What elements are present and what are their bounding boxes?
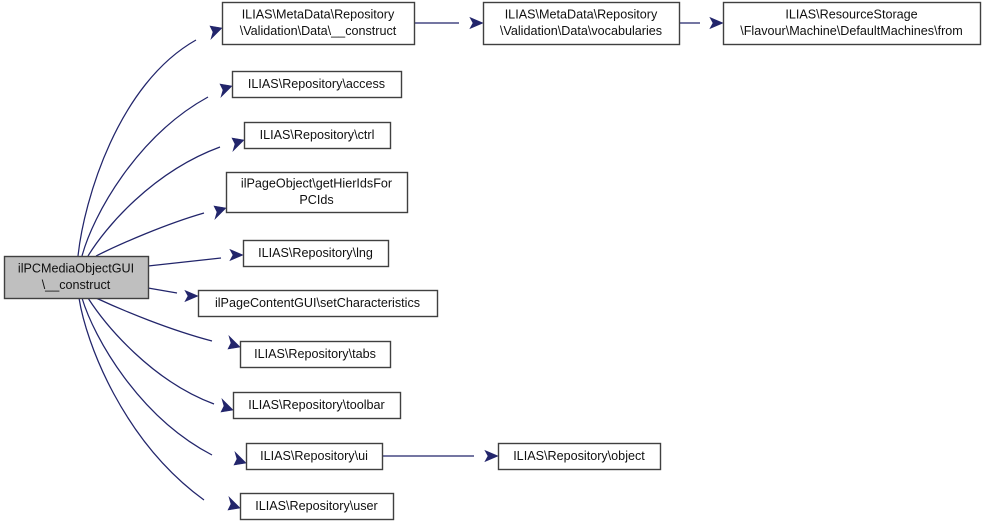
- arrowhead-icon: [220, 397, 234, 413]
- arrowhead-icon: [484, 449, 499, 463]
- node-box[interactable]: [197, 289, 439, 318]
- node-box[interactable]: [497, 442, 662, 471]
- graph-node[interactable]: ILIAS\Repository\lng: [242, 239, 390, 268]
- node-label: \Validation\Data\__construct: [240, 24, 397, 38]
- node-box[interactable]: [239, 340, 392, 369]
- node-box[interactable]: [225, 171, 409, 214]
- graph-node[interactable]: ILIAS\ResourceStorage \Flavour\Machine\De…: [722, 1, 982, 46]
- call-edge: [87, 297, 215, 405]
- arrowhead-icon: [229, 248, 244, 262]
- graph-node[interactable]: ILIAS\Repository\user: [239, 492, 395, 521]
- node-box[interactable]: [242, 239, 390, 268]
- arrowhead-icon: [233, 450, 247, 466]
- edge-layer: [77, 16, 724, 511]
- node-label: ILIAS\Repository\ui: [260, 449, 368, 463]
- node-label: \Validation\Data\vocabularies: [500, 24, 662, 38]
- node-box[interactable]: [482, 1, 681, 46]
- graph-node[interactable]: ILIAS\Repository\object: [497, 442, 662, 471]
- node-label: ILIAS\Repository\lng: [258, 246, 373, 260]
- call-edge: [147, 257, 222, 267]
- node-label: ILIAS\Repository\ctrl: [260, 128, 375, 142]
- node-label: ilPCMediaObjectGUI: [18, 261, 134, 275]
- node-label: ILIAS\Repository\toolbar: [248, 398, 385, 412]
- arrowhead-icon: [213, 205, 227, 221]
- node-label: ILIAS\MetaData\Repository: [505, 7, 658, 21]
- node-label: ILIAS\Repository\tabs: [254, 347, 376, 361]
- node-label: ilPageContentGUI\setCharacteristics: [215, 296, 420, 310]
- node-label: ILIAS\Repository\object: [513, 449, 645, 463]
- arrowhead-icon: [227, 334, 241, 350]
- call-edge: [81, 297, 213, 456]
- graph-node[interactable]: ilPageContentGUI\setCharacteristics: [197, 289, 439, 318]
- node-box[interactable]: [231, 70, 403, 99]
- node-label: ilPageObject\getHierIdsFor: [241, 176, 392, 190]
- graph-node[interactable]: ILIAS\Repository\ui: [245, 442, 384, 471]
- node-box[interactable]: [722, 1, 982, 46]
- node-box[interactable]: [221, 1, 416, 46]
- node-box[interactable]: [3, 255, 150, 300]
- node-label: \__construct: [42, 278, 111, 292]
- node-label: ILIAS\Repository\access: [248, 77, 385, 91]
- arrowhead-icon: [219, 83, 233, 99]
- arrowhead-icon: [209, 25, 223, 41]
- call-edge: [81, 96, 209, 257]
- call-edge: [147, 287, 178, 294]
- call-edge: [95, 297, 213, 342]
- graph-node[interactable]: ILIAS\MetaData\Repository \Validation\Dat…: [482, 1, 681, 46]
- node-label: ILIAS\MetaData\Repository: [242, 7, 395, 21]
- arrowhead-icon: [227, 495, 241, 511]
- node-label: ILIAS\Repository\user: [255, 499, 378, 513]
- graph-node[interactable]: ILIAS\Repository\access: [231, 70, 403, 99]
- call-edge: [77, 39, 197, 257]
- call-edge: [87, 146, 221, 257]
- arrowhead-icon: [469, 16, 484, 30]
- graph-node[interactable]: ILIAS\Repository\ctrl: [243, 121, 392, 150]
- arrowhead-icon: [184, 289, 199, 303]
- arrowhead-icon: [709, 16, 724, 30]
- node-box[interactable]: [245, 442, 384, 471]
- node-layer: ilPCMediaObjectGUI \__construct ILIAS\Meta…: [3, 1, 982, 521]
- node-label: \Flavour\Machine\DefaultMachines\from: [740, 24, 963, 38]
- arrowhead-icon: [231, 137, 245, 153]
- graph-node[interactable]: ILIAS\MetaData\Repository \Validation\Dat…: [221, 1, 416, 46]
- node-box[interactable]: [239, 492, 395, 521]
- call-edge: [78, 297, 205, 501]
- node-label: ILIAS\ResourceStorage: [785, 7, 917, 21]
- graph-node-root[interactable]: ilPCMediaObjectGUI \__construct: [3, 255, 150, 300]
- node-box[interactable]: [243, 121, 392, 150]
- node-label: PCIds: [299, 193, 333, 207]
- graph-node[interactable]: ILIAS\Repository\tabs: [239, 340, 392, 369]
- call-edge: [95, 212, 205, 257]
- node-box[interactable]: [232, 391, 402, 420]
- graph-node[interactable]: ILIAS\Repository\toolbar: [232, 391, 402, 420]
